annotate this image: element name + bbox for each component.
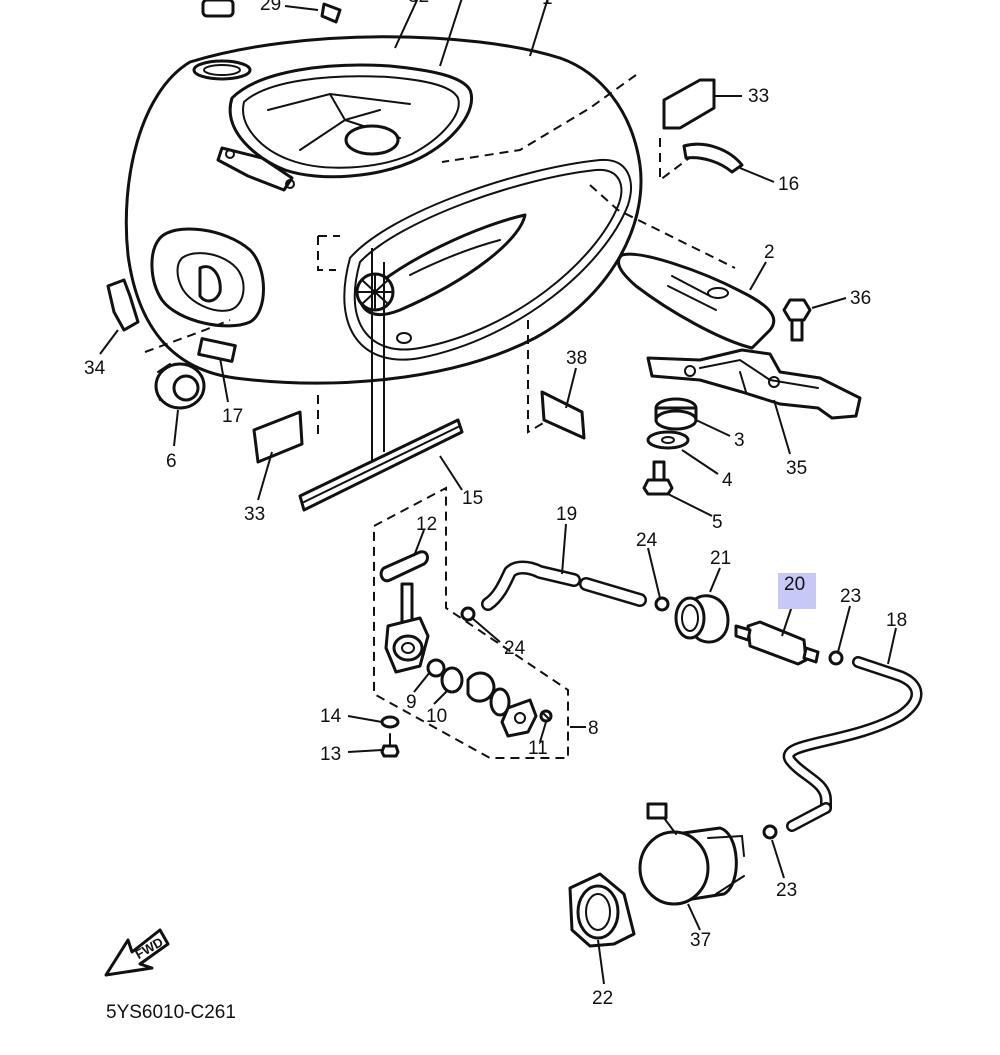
- washer-14: [380, 715, 400, 729]
- callout-23-upper: 23: [840, 586, 861, 607]
- callout-1: 1: [542, 0, 553, 9]
- callout-24-upper: 24: [636, 530, 658, 551]
- callout-3: 3: [734, 430, 745, 451]
- callout-33-top: 33: [748, 86, 769, 107]
- trim-34: [106, 278, 140, 332]
- callout-14: 14: [320, 706, 342, 727]
- fuel-tank: [124, 0, 643, 385]
- fuel-hose-19: [481, 560, 647, 611]
- assembly-lines: [144, 74, 736, 455]
- forward-direction-arrow: FWD: [104, 928, 170, 977]
- label-38: [540, 390, 586, 440]
- callout-15: 15: [462, 488, 483, 509]
- clip-24-left: [460, 606, 476, 622]
- callout-labels: 29 32 1 33 16 2 36 34 17 6 38 3 4 35 33 …: [84, 0, 907, 1009]
- clip-23-upper: [828, 650, 844, 666]
- washer-9: [426, 658, 446, 678]
- bolt-5: [642, 460, 674, 496]
- callout-34: 34: [84, 358, 106, 379]
- callout-20-highlight: [778, 573, 816, 609]
- callout-38: 38: [566, 348, 587, 369]
- gasket-12: [379, 550, 429, 583]
- bolt-36: [782, 298, 812, 342]
- pump-bracket-22: [568, 872, 636, 948]
- plate-cock: [500, 698, 538, 738]
- fuel-filter-20: [734, 620, 820, 666]
- callout-35: 35: [786, 458, 807, 479]
- callout-leaders: [99, 5, 897, 985]
- callout-32: 32: [408, 0, 429, 7]
- filter-holder-21: [674, 594, 730, 644]
- callout-10: 10: [426, 706, 447, 727]
- fuel-cock: [384, 582, 430, 674]
- callout-13: 13: [320, 744, 341, 765]
- label-33-lower: [252, 410, 304, 464]
- callout-16: 16: [778, 174, 799, 195]
- callout-18: 18: [886, 610, 907, 631]
- trim-strip-16: [682, 142, 744, 174]
- rubber-strip-15: [298, 248, 464, 512]
- callout-37: 37: [690, 930, 711, 951]
- callout-8: 8: [588, 718, 599, 739]
- fuel-cock-assembly-box: [373, 486, 569, 759]
- callout-9: 9: [406, 692, 417, 713]
- pad-17: [197, 337, 237, 363]
- callout-4: 4: [722, 470, 733, 491]
- callout-36: 36: [850, 288, 871, 309]
- emblem-plate-33: [662, 78, 716, 130]
- clip-23-lower: [762, 824, 778, 840]
- callout-22: 22: [592, 988, 613, 1009]
- cap-6: [154, 362, 206, 410]
- callout-29: 29: [260, 0, 281, 15]
- screw-13: [380, 733, 400, 758]
- callout-12: 12: [416, 514, 437, 535]
- callout-33-bottom: 33: [244, 504, 265, 525]
- oring-10: [440, 666, 464, 694]
- callout-21: 21: [710, 548, 731, 569]
- washer-4: [646, 430, 690, 450]
- callout-19: 19: [556, 504, 577, 525]
- clip-24-right: [654, 596, 670, 612]
- callout-11: 11: [528, 738, 548, 759]
- diagram-code: 5YS6010-C261: [106, 1002, 236, 1023]
- seal-cock: [466, 671, 496, 703]
- fuel-pump-37: [638, 802, 745, 906]
- callout-17: 17: [222, 406, 243, 427]
- callout-6: 6: [166, 451, 177, 472]
- callout-23-lower: 23: [776, 880, 797, 901]
- callout-5: 5: [712, 512, 723, 533]
- screw-11: [539, 709, 553, 723]
- fuel-hose-18: [782, 656, 923, 832]
- callout-24-lower: 24: [504, 638, 526, 659]
- callout-20: 20: [784, 574, 805, 595]
- callout-2: 2: [764, 242, 775, 263]
